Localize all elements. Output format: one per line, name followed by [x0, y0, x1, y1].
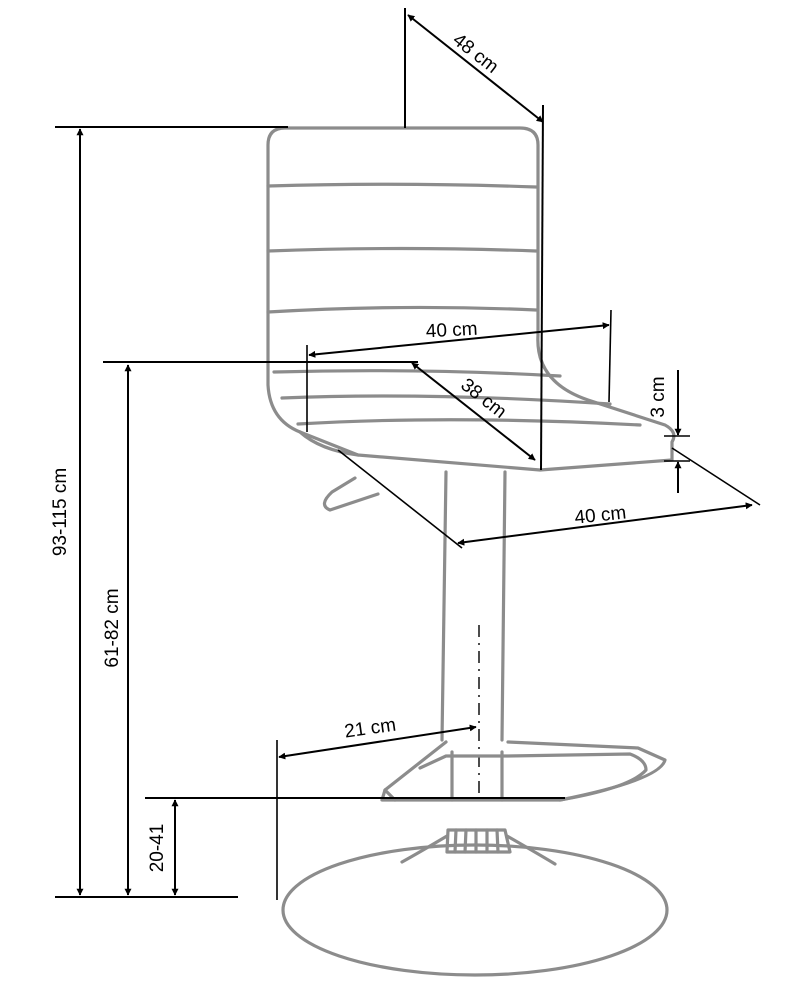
seat-line-1	[272, 369, 562, 378]
ext-seat-front	[337, 449, 463, 549]
dim-back-depth	[407, 14, 544, 123]
dim-seat-depth	[411, 362, 536, 461]
backrest-outline	[266, 126, 676, 472]
label-seat-back-width: 40 cm	[425, 319, 478, 343]
collar-thread-2	[463, 828, 468, 854]
column-left	[440, 470, 448, 742]
base-cone-right	[505, 834, 557, 866]
label-seat-width: 40 cm	[574, 502, 628, 528]
footrest-ring	[380, 740, 667, 802]
gas-lever	[322, 476, 380, 512]
dim-seat-back-width	[308, 322, 610, 358]
ext-seat-right	[671, 447, 761, 506]
footrest-inner	[418, 752, 648, 802]
seat-bottom-edge	[298, 430, 360, 457]
dim-footrest-depth	[278, 724, 477, 760]
collar-thread-1	[453, 828, 458, 854]
base-cone-left	[400, 834, 449, 864]
chair-drawing	[266, 126, 676, 977]
seat-line-2	[280, 394, 612, 406]
dimension-lines	[55, 8, 761, 900]
seat-line-3	[296, 418, 642, 427]
label-seat-thickness: 3 cm	[648, 376, 669, 417]
ext-seat-back-right	[608, 309, 612, 403]
base-disc	[281, 843, 669, 977]
label-seat-height: 61-82 cm	[102, 588, 123, 667]
label-footrest-height: 20-41	[147, 824, 168, 873]
label-footrest-depth: 21 cm	[343, 715, 397, 743]
column-right	[500, 470, 507, 742]
backrest-line-2	[266, 246, 538, 253]
backrest-line-3	[266, 305, 538, 314]
backrest-line-1	[266, 182, 538, 189]
dim-seat-width	[457, 502, 753, 546]
label-total-height: 93-115 cm	[50, 468, 71, 556]
collar-thread-5	[495, 828, 500, 854]
ext-back-right	[540, 104, 544, 471]
